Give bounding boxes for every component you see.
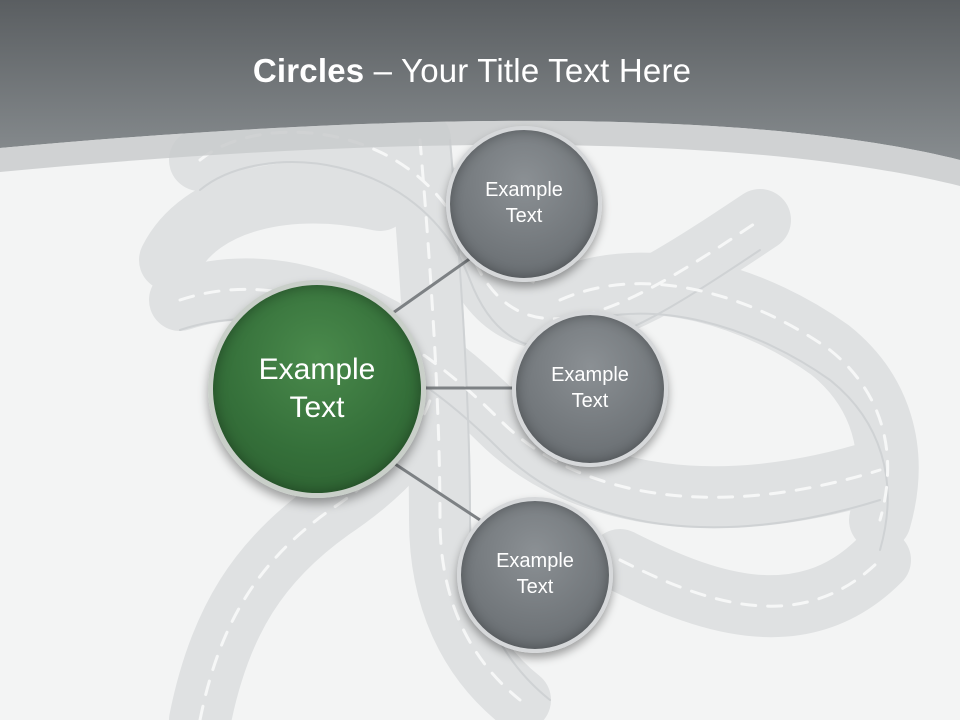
satellite-middle-line2: Text [571,390,609,412]
header-band [0,0,960,160]
satellite-middle-line1: Example [551,364,629,387]
satellite-bottom-line1: Example [496,550,574,573]
satellite-bottom-line2: Text [516,576,554,598]
satellite-top-line2: Text [505,205,543,227]
main-circle-line1: Example [258,352,376,386]
satellite-circle-bottom: Example Text [457,497,613,653]
satellite-top-line1: Example [485,179,563,202]
header-shadow-curve [0,120,960,186]
title-bold: Circles [252,52,365,89]
satellite-circle-top: Example Text [446,126,602,282]
page-title: Circles – Your Title Text Here [0,52,944,90]
connector-line-top [389,253,476,317]
main-circle: Example Text [208,280,426,498]
connector-line-bottom [391,460,481,522]
connectors [389,253,514,522]
title-rest: – Your Title Text Here [364,52,692,89]
satellite-circle-middle: Example Text [512,311,668,467]
main-circle-line2: Text [289,391,345,424]
